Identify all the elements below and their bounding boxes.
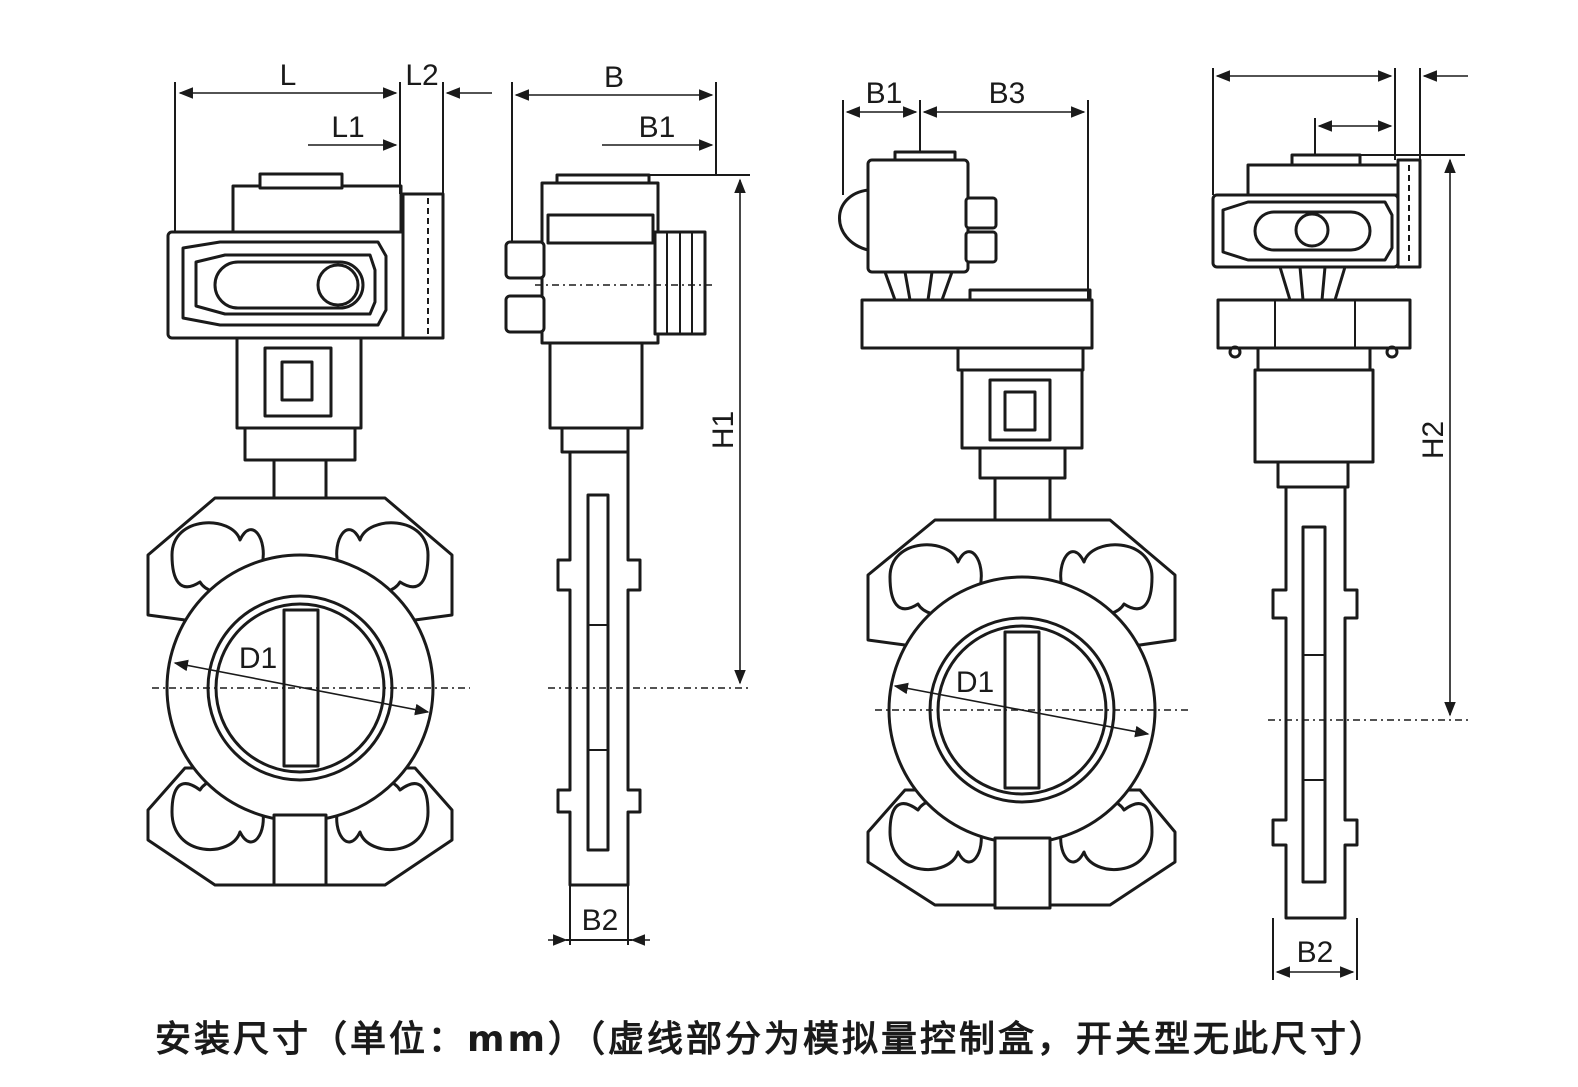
label-B1: B1 <box>639 111 676 144</box>
label-D1-right: D1 <box>956 666 994 699</box>
label-B1-right: B1 <box>866 77 903 110</box>
label-D1: D1 <box>239 642 277 675</box>
label-B2: B2 <box>582 904 619 937</box>
caption-text: 安装尺寸（单位：mm）（虚线部分为模拟量控制盒，开关型无此尺寸） <box>155 1019 1389 1060</box>
label-L2: L2 <box>405 59 438 92</box>
front-view-2 <box>838 100 1192 910</box>
label-B3: B3 <box>989 77 1026 110</box>
label-H2: H2 <box>1417 421 1450 459</box>
label-L: L <box>280 59 297 92</box>
side-view-2 <box>1211 68 1470 980</box>
label-H1: H1 <box>707 411 740 449</box>
front-view <box>146 82 492 887</box>
label-L1: L1 <box>331 111 364 144</box>
label-B2-right: B2 <box>1297 936 1334 969</box>
label-B: B <box>604 61 624 94</box>
side-view <box>504 82 750 946</box>
